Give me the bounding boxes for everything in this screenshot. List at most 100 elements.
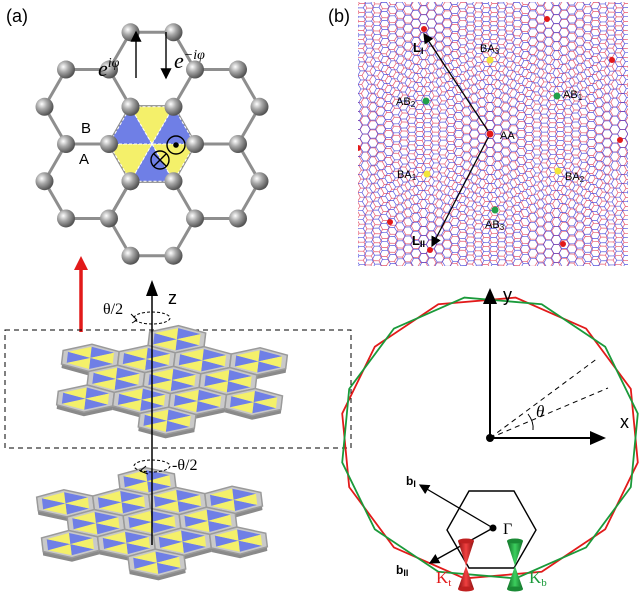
layer-triangle <box>173 400 198 413</box>
layer-triangle <box>89 357 113 369</box>
z-axis-label: z <box>168 288 177 308</box>
layer-triangle <box>153 333 177 345</box>
layer-triangle <box>172 368 196 380</box>
layer-triangle <box>85 387 110 399</box>
layer-triangle <box>64 492 88 504</box>
layer-triangle <box>184 509 209 521</box>
mini-brillouin-zone <box>446 490 537 569</box>
stacking-ba3: BA3 <box>480 43 500 64</box>
kt-label: Kt <box>436 568 451 589</box>
svg-text:BA2: BA2 <box>565 171 585 184</box>
layer-triangle <box>167 409 191 421</box>
layer-triangle <box>125 531 149 543</box>
layer-triangle <box>167 415 191 427</box>
atom <box>100 135 118 153</box>
layer-triangle <box>228 370 252 382</box>
layer-triangle <box>211 499 235 511</box>
layer-triangle <box>258 356 283 368</box>
layer-triangle <box>196 400 220 413</box>
k-direction-green <box>489 387 609 439</box>
layer-triangle <box>178 354 203 366</box>
vector-l2-label: LII <box>412 233 425 249</box>
atom <box>229 209 247 228</box>
layer-triangle <box>206 509 231 521</box>
rotation-bottom-arrow <box>139 465 149 475</box>
dirac-cone-kb <box>507 538 523 592</box>
aa-dot <box>609 57 615 63</box>
layer-triangle <box>175 389 199 401</box>
bz-top-layer <box>341 296 639 580</box>
layer-triangle <box>63 387 87 399</box>
layer-triangle <box>121 496 146 508</box>
svg-text:BA1: BA1 <box>397 169 417 182</box>
layer-triangle <box>123 470 148 482</box>
panel-a-label: (a) <box>6 6 28 26</box>
layer-triangle <box>197 389 222 401</box>
layer-triangle <box>216 540 240 552</box>
layer-triangle <box>176 328 201 340</box>
layer-triangle <box>70 538 95 550</box>
layer-triangle <box>172 374 196 387</box>
layer-triangle <box>115 373 140 385</box>
stacking-ab3: AB3 <box>485 206 505 232</box>
layer-triangle <box>120 491 144 503</box>
top-layer <box>55 324 289 439</box>
aa-dot <box>427 247 433 253</box>
layer-triangle <box>90 346 115 358</box>
layer-triangle <box>173 394 198 407</box>
layer-triangle <box>97 491 122 503</box>
atom <box>121 23 140 42</box>
layer-triangle <box>61 398 86 410</box>
svg-text:AB2: AB2 <box>396 96 416 109</box>
layer-triangle <box>184 515 209 527</box>
layer-triangle <box>226 381 251 393</box>
layer-triangle <box>201 360 225 372</box>
bottom-layer <box>35 466 269 581</box>
angle-top-label: θ/2 <box>103 301 123 318</box>
atom <box>35 97 54 116</box>
layer-triangle <box>156 562 181 574</box>
layer-triangle <box>156 556 181 568</box>
layer-triangle <box>258 350 283 362</box>
layer-triangle <box>185 520 210 532</box>
atom <box>186 60 204 79</box>
bz-bottom-layer <box>341 296 639 580</box>
stacking-aa: AA <box>486 130 515 142</box>
vector-b2-label: bII <box>396 563 408 578</box>
layer-triangle <box>92 378 116 390</box>
layer-triangle <box>234 355 259 367</box>
layer-triangle <box>90 352 115 364</box>
layer-triangle <box>229 402 254 414</box>
layer-triangle <box>66 357 91 369</box>
z-axis-head <box>146 280 158 296</box>
vector-b1-label: bI <box>406 474 416 489</box>
origin-point <box>486 434 494 442</box>
layer-triangle <box>152 515 176 528</box>
layer-triangle <box>197 395 222 408</box>
layer-triangle <box>117 399 142 411</box>
layer-triangle <box>128 510 152 522</box>
site-b-label: B <box>81 120 91 137</box>
layer-triangle <box>238 534 263 546</box>
layer-triangle <box>153 339 177 351</box>
stacking-ab2: AB2 <box>396 96 430 109</box>
layer-triangle <box>232 488 256 500</box>
layer-triangle <box>126 536 151 549</box>
layer-triangle <box>61 392 86 404</box>
atom <box>121 172 140 191</box>
moire-layer-blue <box>358 2 628 266</box>
layer-triangle <box>153 489 178 502</box>
layer-triangle <box>123 476 148 488</box>
layer-triangle <box>252 402 276 414</box>
layer-triangle <box>154 328 179 340</box>
stacking-ba2: BA2 <box>554 167 585 184</box>
layer-triangle <box>126 542 151 555</box>
layer-triangle <box>181 530 205 542</box>
svg-text:AB1: AB1 <box>563 89 583 102</box>
layer-triangle <box>129 522 154 534</box>
layer-triangle <box>68 346 92 358</box>
layer-triangle <box>155 551 180 563</box>
layer-triangle <box>236 350 260 362</box>
layer-triangle <box>153 495 178 508</box>
